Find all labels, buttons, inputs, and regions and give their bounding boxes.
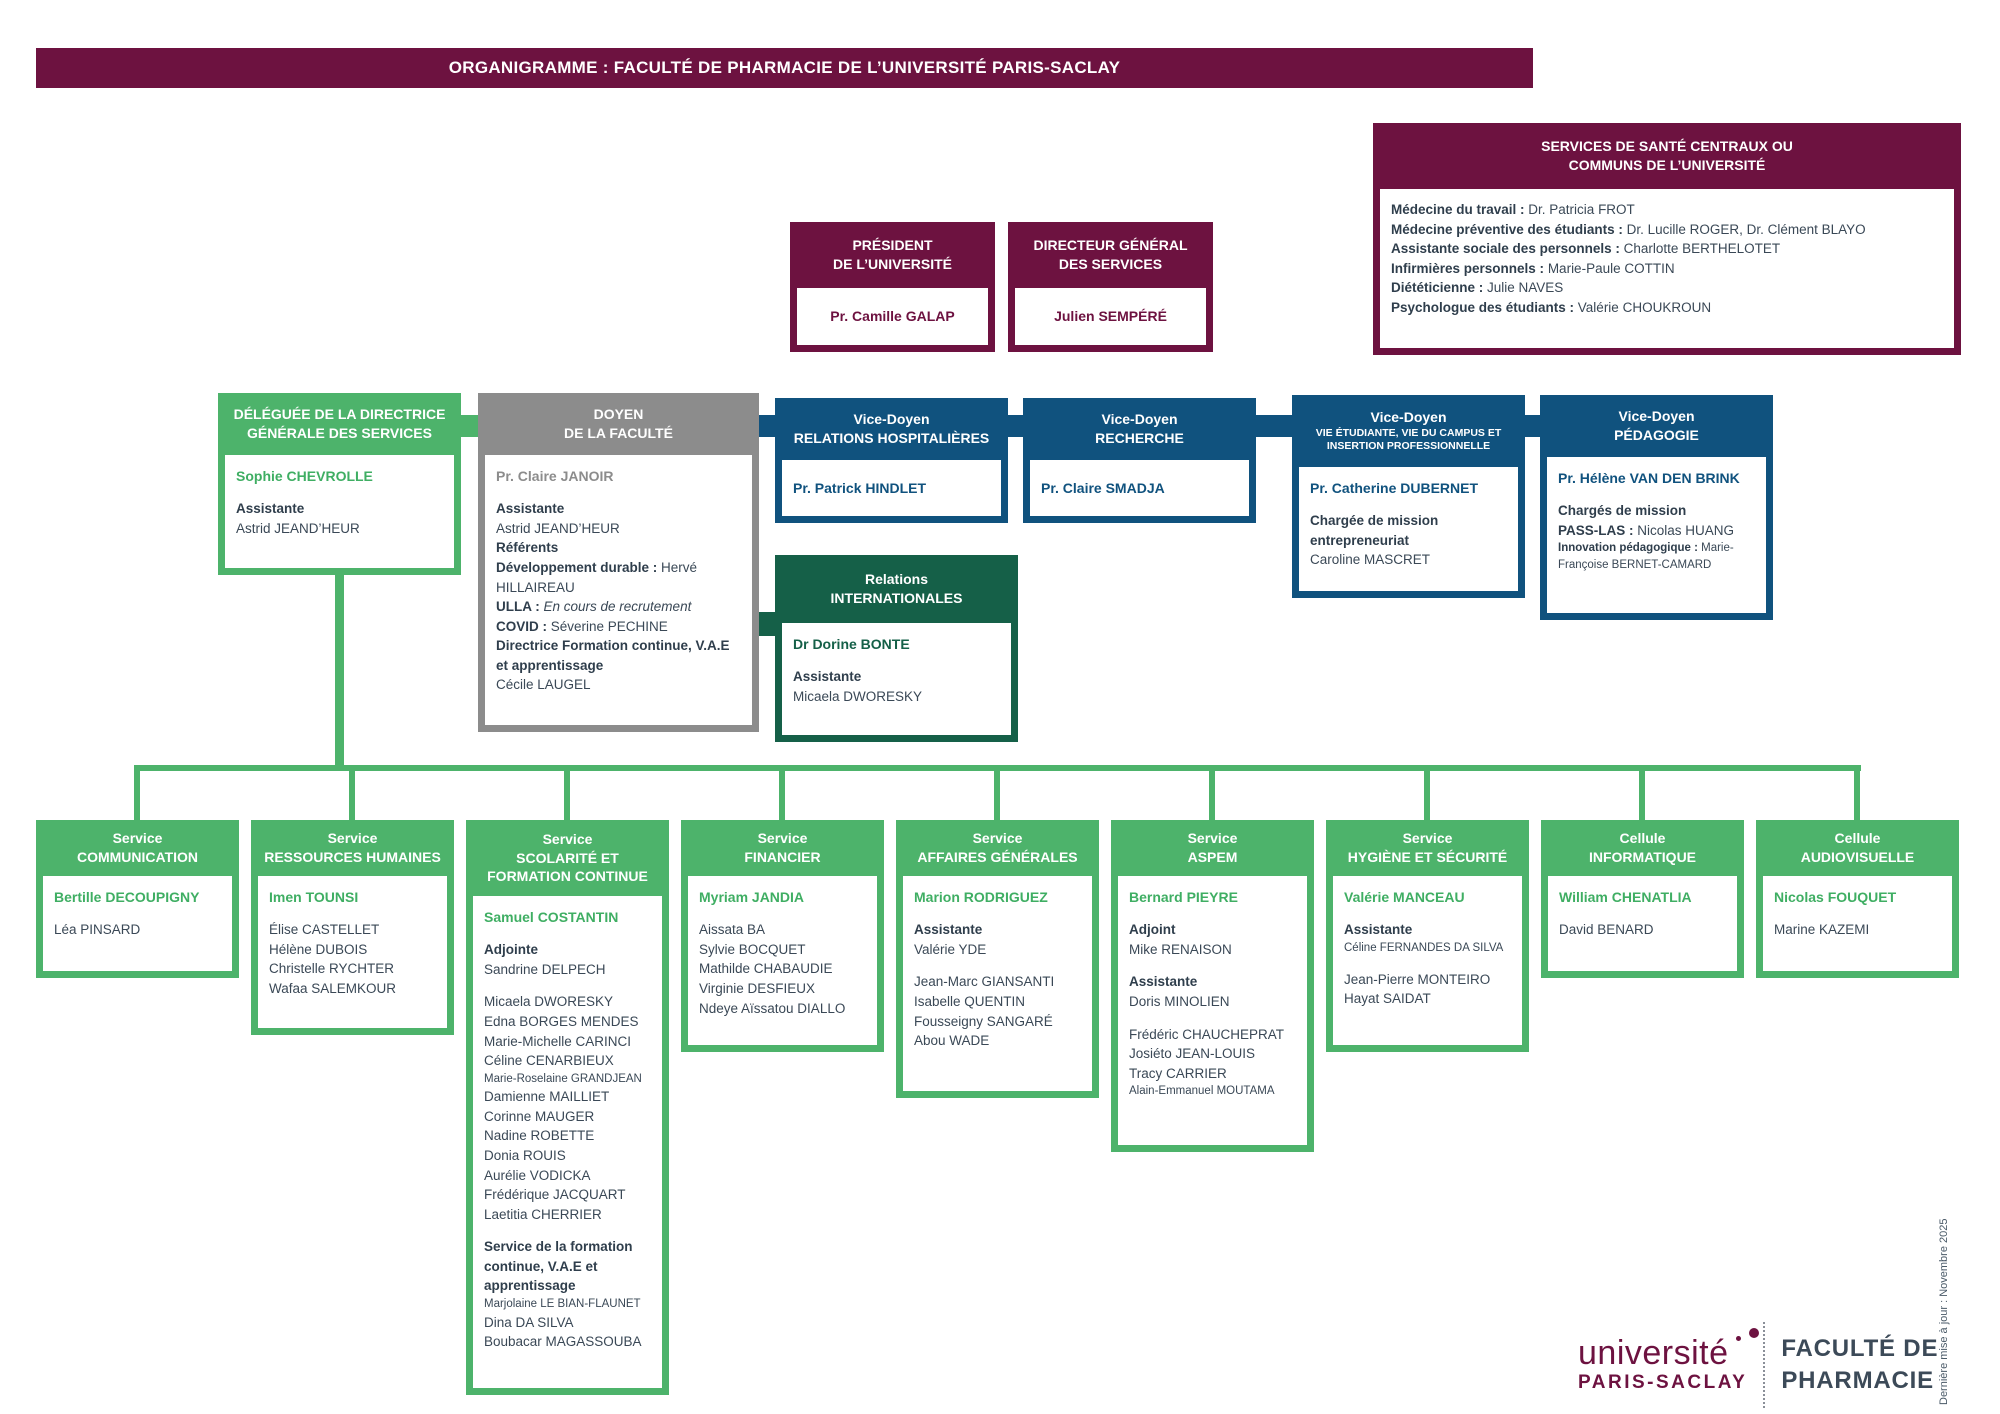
page-title: ORGANIGRAMME : FACULTÉ DE PHARMACIE DE L… xyxy=(36,48,1533,88)
last-updated-note: Dernière mise à jour : Novembre 2025 xyxy=(1938,1218,1950,1405)
tree-stub-audiovisuelle xyxy=(1854,765,1860,820)
connector-vd1-vd2 xyxy=(1006,415,1025,437)
tree-stub-affaires xyxy=(994,765,1000,820)
box-body: Pr. Patrick HINDLET xyxy=(782,460,1001,516)
tree-stub-aspem xyxy=(1209,765,1215,820)
logo-dot-large xyxy=(1749,1328,1760,1338)
box-body: Pr. Claire SMADJA xyxy=(1030,460,1249,516)
tree-stub-rh xyxy=(349,765,355,820)
connector-doyen-vd1 xyxy=(757,415,777,437)
logo-paris-saclay-text: PARIS-SACLAY xyxy=(1578,1372,1748,1393)
logo-faculte-line1: FACULTÉ DE xyxy=(1781,1334,1939,1362)
tree-trunk-line xyxy=(335,571,344,771)
connector-deleguee-doyen xyxy=(458,415,480,437)
connector-doyen-relations-internationales xyxy=(757,612,777,636)
logo-faculte-text: FACULTÉ DE PHARMACIE xyxy=(1781,1333,1938,1398)
logo-dot-small xyxy=(1736,1336,1742,1341)
box-body: Julien SEMPÉRÉ xyxy=(1015,288,1206,345)
tree-stub-hygiene xyxy=(1424,765,1430,820)
logo-universite-text: université xyxy=(1578,1334,1729,1372)
tree-stub-communication xyxy=(134,765,140,820)
logo-paris-saclay: université PARIS-SACLAY xyxy=(1578,1328,1763,1394)
university-logo: université PARIS-SACLAY FACULTÉ DE PHARM… xyxy=(1578,1322,1938,1408)
tree-stub-informatique xyxy=(1639,765,1645,820)
tree-stub-scolarite xyxy=(564,765,570,820)
box-body: Pr. Camille GALAP xyxy=(797,288,988,345)
tree-stub-financier xyxy=(779,765,785,820)
logo-divider xyxy=(1763,1322,1766,1408)
logo-faculte-line2: PHARMACIE xyxy=(1781,1367,1934,1394)
connector-vd3-vd4 xyxy=(1521,415,1540,437)
connector-vd2-vd3 xyxy=(1254,415,1292,437)
